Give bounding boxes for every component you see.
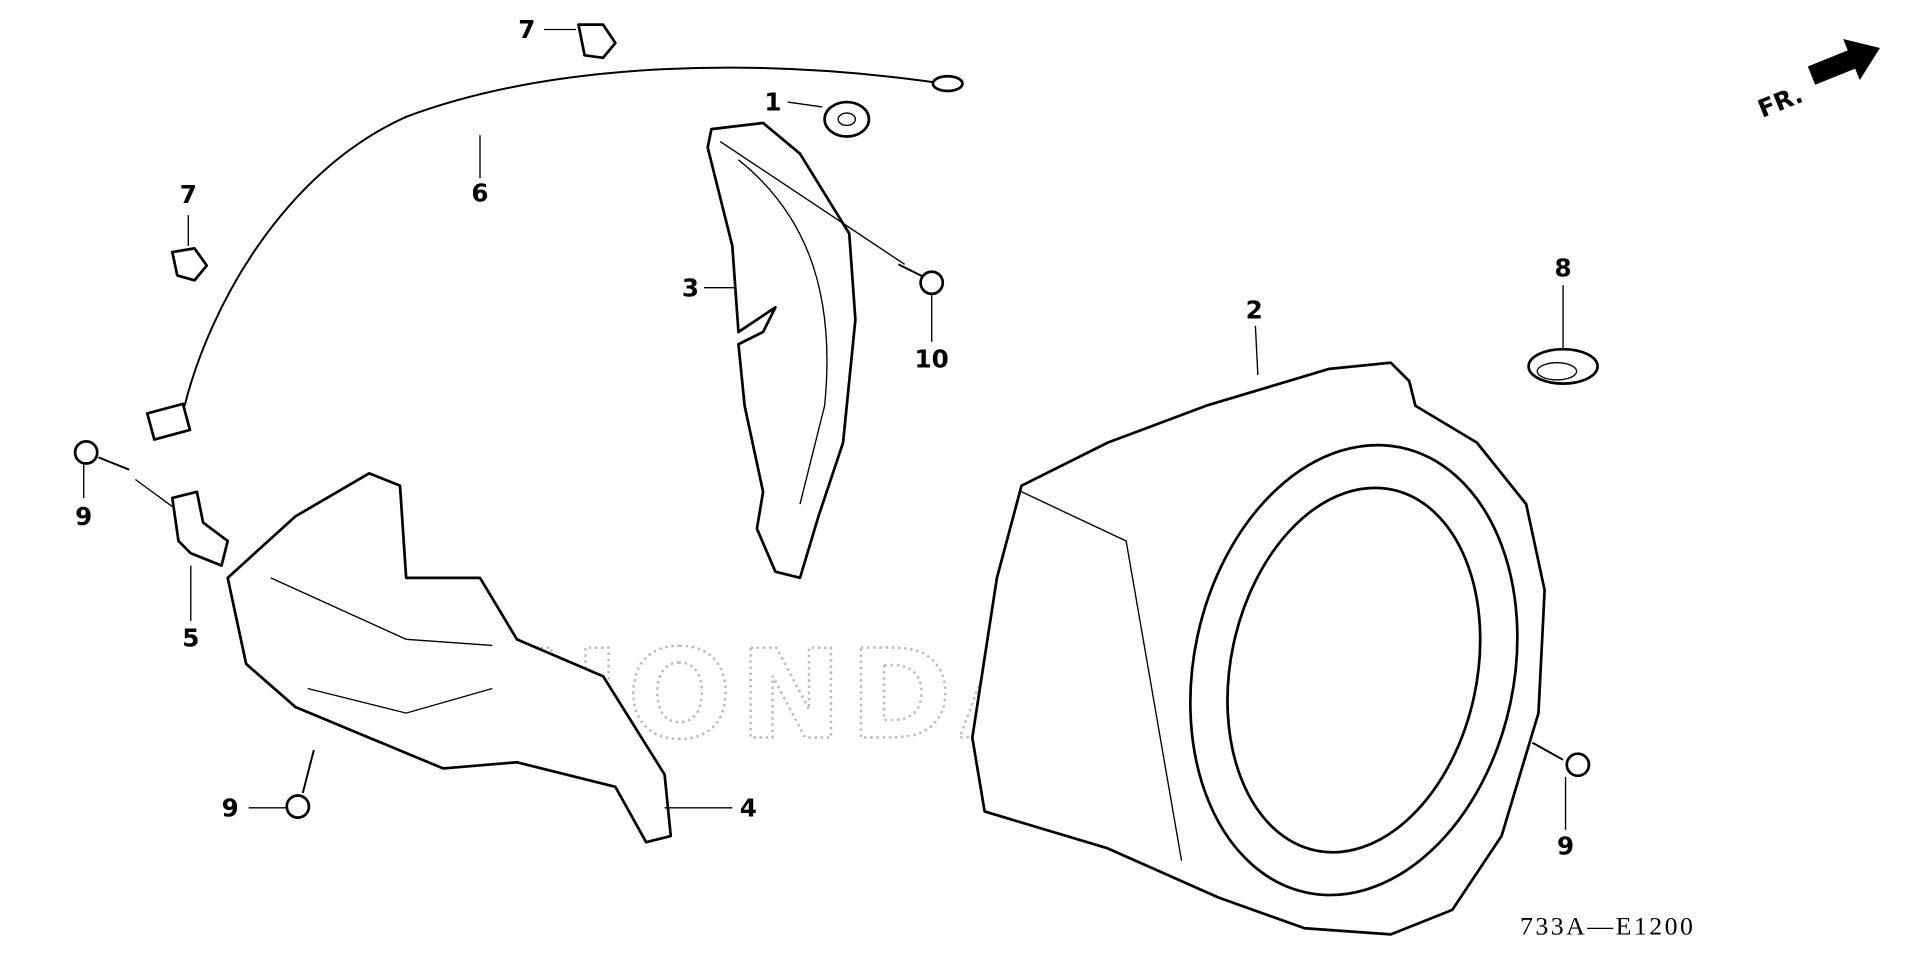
bolt-10-guide-line — [719, 140, 905, 265]
shroud-plate-part — [706, 121, 857, 580]
clip-left-part — [170, 247, 209, 282]
bolt-10-part — [898, 263, 945, 296]
callout-9-right: 9 — [1557, 832, 1574, 861]
callout-10: 10 — [915, 345, 949, 374]
callout-6: 6 — [471, 179, 488, 208]
grommet-part — [823, 100, 871, 138]
leader-lines — [83, 28, 1567, 830]
arrow-icon — [1807, 39, 1880, 85]
callout-9-bottom: 9 — [222, 793, 239, 822]
bolt-9-left-part — [73, 440, 130, 471]
lower-shroud-detail — [270, 577, 493, 714]
callout-5: 5 — [182, 624, 199, 653]
callout-3: 3 — [682, 273, 699, 302]
bolt-9-bottom-part — [285, 749, 315, 819]
callout-4: 4 — [740, 793, 757, 822]
callout-2: 2 — [1246, 295, 1263, 324]
grommet-8-hole — [1536, 362, 1578, 381]
wire-harness-part — [145, 66, 964, 441]
callout-9-left: 9 — [75, 502, 92, 531]
grommet-hole — [837, 112, 857, 127]
diagram-code: 733A—E1200 — [1520, 911, 1695, 940]
callout-8: 8 — [1555, 254, 1572, 283]
lower-shroud-part — [226, 472, 673, 844]
callout-7-left: 7 — [180, 180, 197, 209]
grommet-8-part — [1527, 347, 1599, 385]
shroud-plate-rib — [738, 159, 828, 505]
front-label: FR. — [1754, 80, 1807, 124]
fan-cover-part — [970, 361, 1546, 936]
bracket-part — [170, 490, 230, 567]
callout-7-top: 7 — [518, 15, 535, 44]
clip-top-part — [577, 23, 617, 60]
callout-1: 1 — [764, 88, 781, 117]
bolt-9-right-part — [1531, 741, 1591, 778]
front-direction-arrow: FR. — [1754, 39, 1880, 124]
